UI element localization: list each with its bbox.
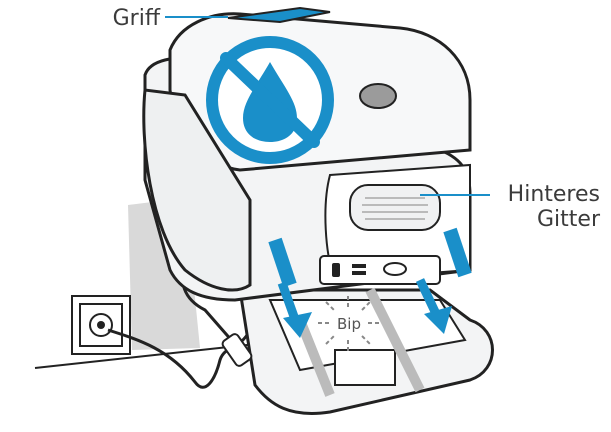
wall-socket [72, 296, 130, 354]
handle-label: Griff [113, 6, 161, 31]
no-water-icon [212, 42, 328, 158]
caddy-base [240, 290, 493, 413]
rear-grille [350, 185, 440, 230]
beep-label: Bip [337, 315, 361, 333]
rear-grille-label-line2: Gitter [537, 207, 601, 232]
rear-grille-label-line1: Hinteres [508, 182, 600, 207]
